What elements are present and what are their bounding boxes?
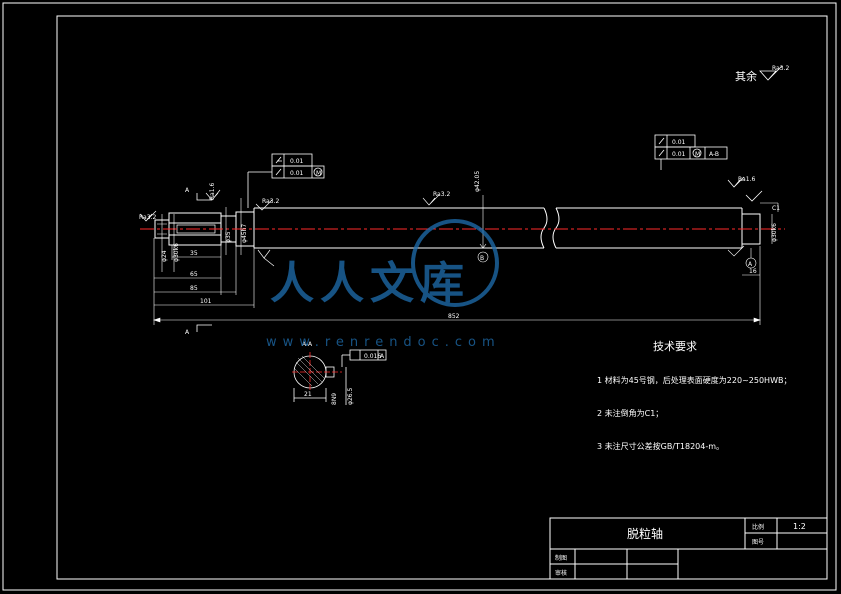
title-part-name: 脱粒轴 (627, 526, 663, 541)
surface-note-text: 其余 (735, 69, 757, 83)
left-vertical-dims (161, 198, 242, 272)
title-scale-label: 比例 (752, 523, 764, 531)
dim-21: 21 (304, 391, 312, 398)
section-marker-top: A (185, 187, 212, 201)
mid-dim (422, 194, 489, 263)
left-tol-value-1: 0.01 (290, 158, 304, 165)
watermark-url: www.renrendoc.com (266, 335, 501, 350)
right-tolerance-frame (654, 134, 763, 202)
right-tol-value-1: 0.01 (672, 139, 686, 146)
left-tol-datum: M (316, 170, 321, 177)
chamfer-right: C1 (772, 205, 780, 212)
inner-border (56, 15, 828, 580)
dim-85: 85 (190, 285, 198, 292)
horizontal-dims (153, 238, 761, 325)
left-shoulder-dia: φ35 (225, 231, 232, 243)
section-marker-bottom: A (185, 324, 212, 336)
surface-note-roughness: Ra3.2 (772, 65, 789, 72)
dim-101: 101 (200, 298, 212, 305)
section-marker-bottom-label: A (185, 329, 190, 336)
roughness-left-shoulder: Ra3.2 (262, 198, 279, 205)
tech-item-1: 1 材料为45号钢，后处理表面硬度为220~250HWB； (597, 375, 791, 385)
title-block (549, 517, 828, 580)
dim-852: 852 (448, 313, 460, 320)
right-tol-ref: A-B (709, 151, 719, 158)
watermark-logo-ring (411, 219, 499, 307)
datum-b: B (480, 255, 484, 262)
right-end-dims (727, 202, 779, 276)
dim-35: 35 (190, 250, 198, 257)
main-dia-left: φ45h7 (241, 224, 248, 243)
section-depth: φ26.5 (347, 388, 354, 406)
right-tol-datum: M (695, 151, 700, 158)
roughness-tip-left: Ra3.2 (139, 214, 156, 221)
section-tol-datum: A (380, 353, 385, 360)
section-marker-top-label: A (185, 187, 190, 194)
tech-item-3: 3 未注尺寸公差按GB/T18204-m。 (597, 441, 724, 451)
watermark: 人人文库 www.renrendoc.com (266, 219, 501, 350)
dim-16: 16 (749, 268, 757, 275)
mid-dia: φ42.05 (474, 171, 481, 192)
right-tol-value-2: 0.01 (672, 151, 686, 158)
title-scale-value: 1:2 (793, 522, 806, 531)
surface-finish-note: 其余 Ra3.2 (735, 65, 789, 83)
left-tip-dia: φ24 (161, 250, 168, 262)
left-tol-value-2: 0.01 (290, 170, 304, 177)
right-dia: φ30k6 (771, 223, 778, 242)
title-reviewed-by: 审核 (555, 569, 567, 577)
section-tol-value: 0.016 (364, 353, 381, 360)
dim-65: 65 (190, 271, 198, 278)
roughness-right-top: Ra1.6 (738, 176, 755, 183)
roughness-mid-top: Ra3.2 (433, 191, 450, 198)
left-roughness-symbols (139, 189, 273, 222)
tech-title: 技术要求 (653, 340, 697, 353)
title-drawn-by: 制图 (555, 554, 567, 562)
tech-item-2: 2 未注倒角为C1； (597, 408, 663, 418)
section-view (292, 349, 387, 405)
section-view-title: A-A (302, 341, 313, 348)
bottom-left-roughness (257, 249, 275, 267)
title-drawing-no-label: 图号 (752, 539, 764, 546)
datum-a: A (748, 261, 753, 268)
key-width: 8N9 (331, 393, 338, 405)
watermark-brand: 人人文库 (270, 258, 470, 309)
roughness-left-hub: Ra1.6 (209, 183, 216, 200)
left-tolerance-frame (247, 153, 325, 208)
left-hub-dia: φ30k6 (173, 243, 180, 262)
